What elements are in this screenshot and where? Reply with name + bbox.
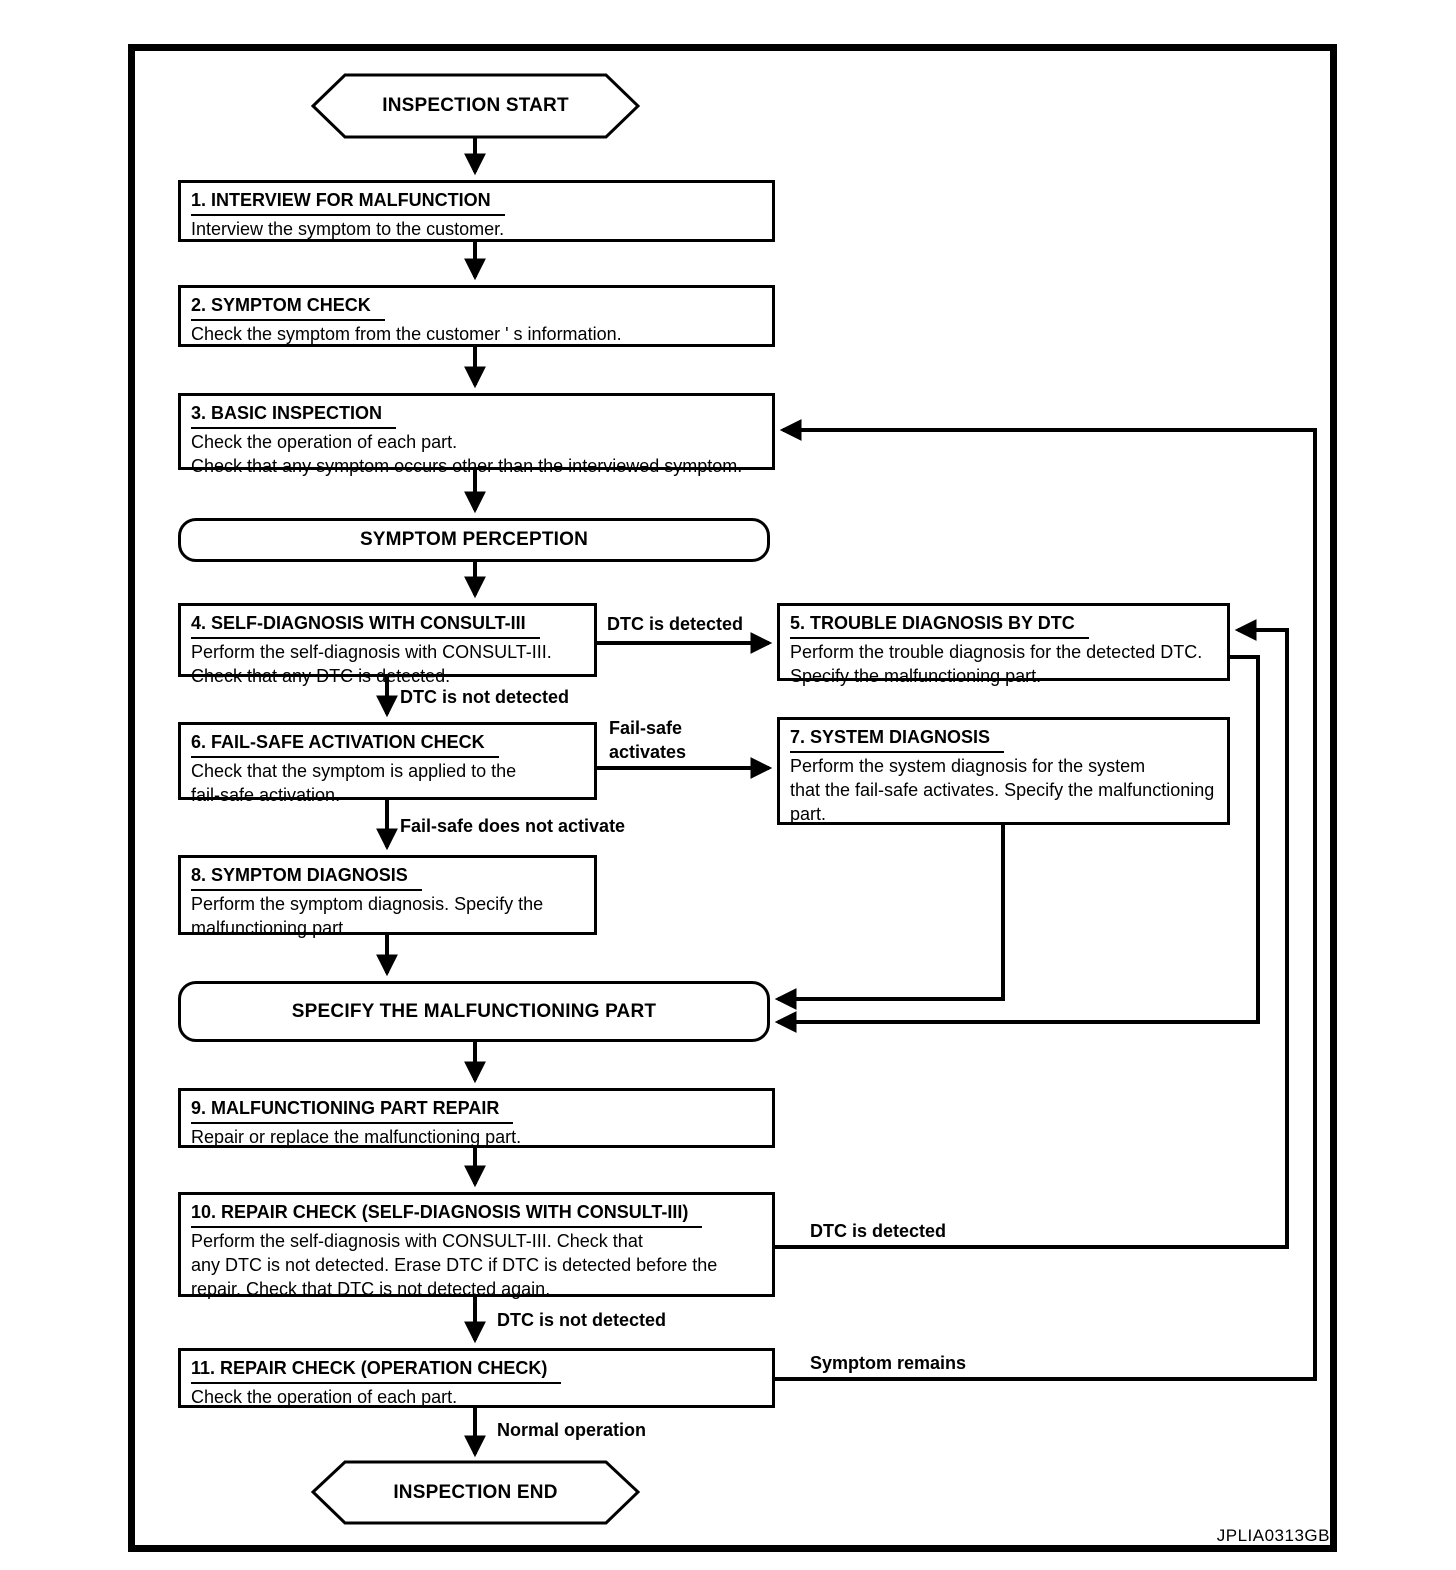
- step-title-10: 10. REPAIR CHECK (SELF-DIAGNOSIS WITH CO…: [191, 1200, 762, 1228]
- edge-label-dtc-not-detected-repair: DTC is not detected: [497, 1310, 667, 1330]
- step-box-9: 9. MALFUNCTIONING PART REPAIR Repair or …: [178, 1088, 775, 1148]
- step-box-6: 6. FAIL-SAFE ACTIVATION CHECK Check that…: [178, 722, 597, 805]
- step-box-5: 5. TROUBLE DIAGNOSIS BY DTC Perform the …: [777, 603, 1230, 686]
- start-terminal-shape: [310, 73, 641, 139]
- specify-part-node: SPECIFY THE MALFUNCTIONING PART: [178, 981, 770, 1042]
- step-box-4: 4. SELF-DIAGNOSIS WITH CONSULT-III Perfo…: [178, 603, 597, 686]
- step-body-9: Repair or replace the malfunctioning par…: [191, 1127, 522, 1147]
- end-terminal-label: INSPECTION END: [393, 1481, 558, 1503]
- edge-step7-specify: [774, 825, 1005, 1010]
- edge-step5-specify: [774, 655, 1260, 1033]
- step-title-9: 9. MALFUNCTIONING PART REPAIR: [191, 1096, 762, 1124]
- step-body-1: Interview the symptom to the customer.: [191, 219, 505, 239]
- step-body-2: Check the symptom from the customer ' s …: [191, 324, 622, 344]
- edge-label-normal-operation: Normal operation: [497, 1420, 647, 1440]
- edge-step11-step3-feedback: [775, 419, 1317, 1381]
- step-body-5: Perform the trouble diagnosis for the de…: [790, 642, 1203, 686]
- step-box-10: 10. REPAIR CHECK (SELF-DIAGNOSIS WITH CO…: [178, 1192, 775, 1299]
- symptom-perception-node: SYMPTOM PERCEPTION: [178, 518, 770, 562]
- figure-code: JPLIA0313GB: [1216, 1526, 1330, 1545]
- step-body-7: Perform the system diagnosis for the sys…: [790, 756, 1215, 824]
- step-title-3: 3. BASIC INSPECTION: [191, 401, 762, 429]
- step-body-8: Perform the symptom diagnosis. Specify t…: [191, 894, 544, 938]
- step-box-7: 7. SYSTEM DIAGNOSIS Perform the system d…: [777, 717, 1230, 825]
- step-box-3: 3. BASIC INSPECTION Check the operation …: [178, 393, 775, 476]
- step-box-11: 11. REPAIR CHECK (OPERATION CHECK) Check…: [178, 1348, 775, 1408]
- step-body-3: Check the operation of each part. Check …: [191, 432, 743, 476]
- step-box-2: 2. SYMPTOM CHECK Check the symptom from …: [178, 285, 775, 347]
- step-title-2: 2. SYMPTOM CHECK: [191, 293, 762, 321]
- step-title-8: 8. SYMPTOM DIAGNOSIS: [191, 863, 584, 891]
- step-title-11: 11. REPAIR CHECK (OPERATION CHECK): [191, 1356, 762, 1384]
- edge-step10-step5-feedback: [775, 619, 1289, 1249]
- end-terminal-shape: [310, 1460, 641, 1525]
- edge-label-fail-safe-does-not-activate: Fail-safe does not activate: [400, 816, 626, 836]
- edge-label-dtc-not-detected: DTC is not detected: [400, 687, 570, 707]
- step-body-11: Check the operation of each part.: [191, 1387, 458, 1407]
- step-box-1: 1. INTERVIEW FOR MALFUNCTION Interview t…: [178, 180, 775, 242]
- start-terminal-label: INSPECTION START: [382, 95, 569, 116]
- step-title-7: 7. SYSTEM DIAGNOSIS: [790, 725, 1217, 753]
- step-title-1: 1. INTERVIEW FOR MALFUNCTION: [191, 188, 762, 216]
- edge-label-symptom-remains: Symptom remains: [810, 1353, 967, 1373]
- step-title-6: 6. FAIL-SAFE ACTIVATION CHECK: [191, 730, 584, 758]
- step-body-4: Perform the self-diagnosis with CONSULT-…: [191, 642, 552, 686]
- step-title-4: 4. SELF-DIAGNOSIS WITH CONSULT-III: [191, 611, 584, 639]
- edge-label-dtc-detected: DTC is detected: [607, 614, 744, 634]
- step-box-8: 8. SYMPTOM DIAGNOSIS Perform the symptom…: [178, 855, 597, 938]
- step-title-5: 5. TROUBLE DIAGNOSIS BY DTC: [790, 611, 1217, 639]
- edge-label-dtc-detected-repair: DTC is detected: [810, 1221, 947, 1241]
- step-body-6: Check that the symptom is applied to the…: [191, 761, 517, 805]
- step-body-10: Perform the self-diagnosis with CONSULT-…: [191, 1231, 718, 1299]
- edge-label-fail-safe-activates: Fail-safe activates: [609, 718, 687, 762]
